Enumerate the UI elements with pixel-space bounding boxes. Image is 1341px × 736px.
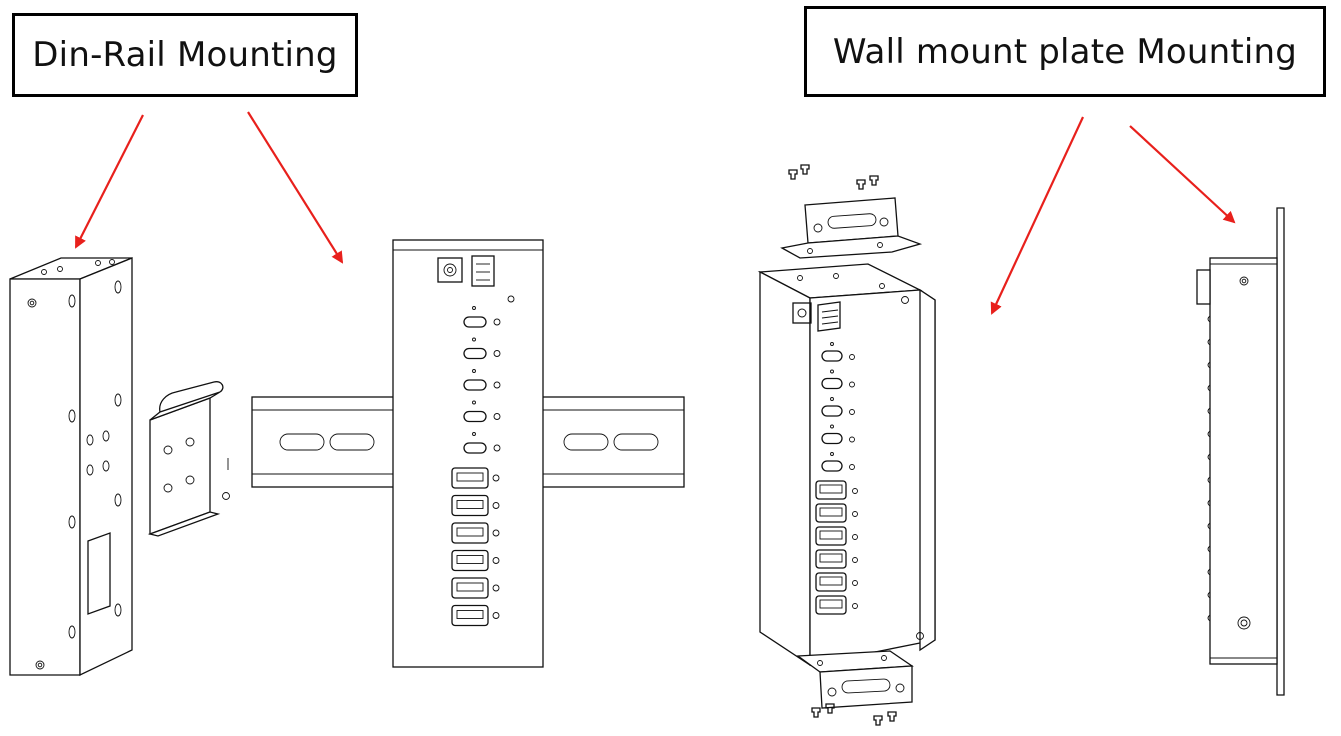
usb-a-port [815,595,847,615]
port-led [849,381,855,388]
port-led [493,444,501,452]
arrow-din-to-rail [247,111,344,264]
port-led [852,488,858,494]
arrow-wall-to-side [1129,125,1236,224]
port-led [492,612,500,619]
screws-top [788,164,879,190]
usb-a-port [815,572,847,592]
usb-a-port [451,604,489,627]
arrow-wall-to-hub [990,116,1084,315]
port-led [493,413,501,420]
port-led [852,580,858,586]
wall-plate-mounting-label: Wall mount plate Mounting [804,6,1326,97]
port-led [852,557,858,563]
usb-a-port [451,494,489,517]
port-led [492,557,500,564]
usb-c-port [463,379,487,391]
port-led [849,354,855,360]
din-rail-mounting-text: Din-Rail Mounting [32,35,338,75]
port-led [849,464,855,470]
usb-c-port [463,442,487,454]
din-rail-clip [147,381,230,537]
usb-c-port [821,432,843,445]
usb-a-port [815,480,847,500]
hub-front-on-rail [392,239,544,668]
port-led [493,381,501,389]
port-led [849,409,855,415]
hub-rear-view [9,257,133,677]
port-led [492,584,500,592]
port-led [493,350,501,357]
usb-c-port [463,316,487,328]
top-wall-bracket [780,197,923,259]
port-led [492,474,500,482]
usb-a-port [815,549,847,569]
usb-c-port [821,377,843,390]
port-led [849,436,855,443]
port-led [492,529,500,537]
usb-c-port [463,347,487,360]
usb-a-port [451,467,489,489]
bottom-wall-bracket [796,650,914,709]
usb-c-port [821,405,843,417]
port-led [852,511,858,517]
screws-bottom [811,703,897,726]
port-led [852,534,858,540]
port-led [492,502,500,509]
arrow-din-to-hub-side [75,114,144,249]
hub-side-view [1196,207,1285,696]
usb-a-port [451,549,489,572]
usb-a-port [815,503,847,523]
usb-c-port [821,460,843,472]
usb-a-port [451,522,489,544]
usb-a-port [451,577,489,599]
wall-mount-hub [757,164,936,726]
din-rail-mounting-label: Din-Rail Mounting [12,13,358,97]
pointer-arrows [75,111,1236,315]
port-led [852,603,858,609]
usb-c-port [821,350,843,362]
wall-plate-mounting-text: Wall mount plate Mounting [832,31,1298,72]
port-led [493,318,501,326]
usb-c-port [463,410,487,423]
usb-a-port [815,526,847,546]
